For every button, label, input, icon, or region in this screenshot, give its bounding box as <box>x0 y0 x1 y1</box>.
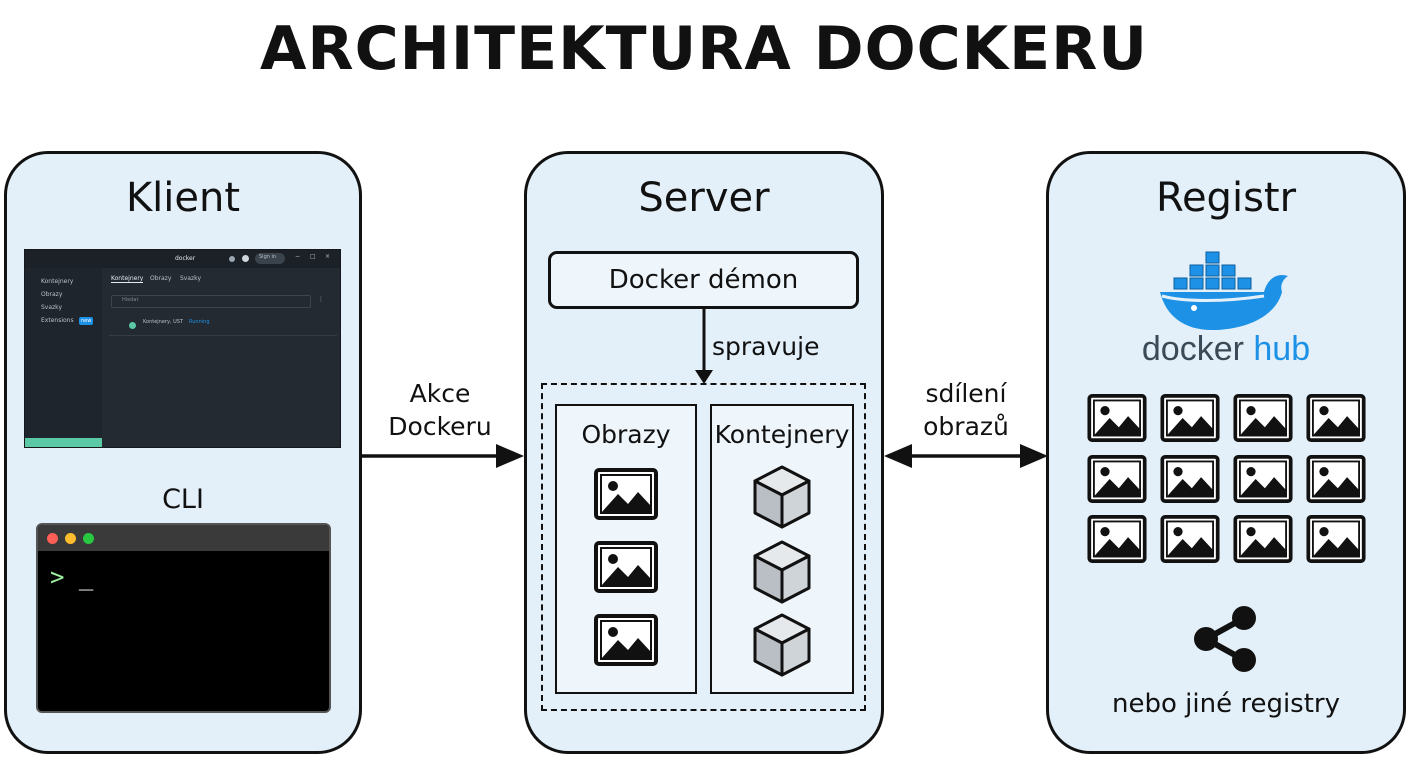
terminal-prompt: > _ <box>50 563 93 591</box>
edge-label-line2: Dockeru <box>388 412 492 441</box>
other-registries-label: nebo jiné registry <box>1112 689 1340 719</box>
desktop-signin-label: Sign in <box>259 254 277 260</box>
client-server-arrow <box>360 444 524 468</box>
docker-whale-icon <box>1160 251 1288 330</box>
desktop-window-dot-icon <box>229 256 235 262</box>
desktop-minimize-icon[interactable]: − <box>295 253 301 260</box>
image-icon <box>1087 455 1147 503</box>
sidebar-item-volumes[interactable]: Svazky <box>41 304 62 311</box>
desktop-close-icon[interactable]: × <box>325 253 331 260</box>
server-title: Server <box>638 175 770 221</box>
container-row-name[interactable]: Kontejnery, UST <box>143 319 184 325</box>
cube-icon <box>751 464 813 530</box>
image-icon <box>1233 394 1293 442</box>
sidebar-item-images[interactable]: Obrazy <box>41 291 63 298</box>
docker-daemon-label: Docker démon <box>608 265 799 295</box>
tab-volumes[interactable]: Svazky <box>180 275 201 282</box>
sidebar-status-bar <box>25 438 102 447</box>
tab-containers[interactable]: Kontejnery <box>111 275 144 283</box>
registry-title: Registr <box>1155 175 1297 221</box>
prompt-symbol: > <box>50 563 65 591</box>
image-icon <box>1306 455 1366 503</box>
containers-column-title: Kontejnery <box>714 420 850 449</box>
registry-panel <box>1046 151 1406 754</box>
cube-icon <box>751 612 813 678</box>
edge-label-line2: obrazů <box>923 412 1009 441</box>
manages-label: spravuje <box>712 332 820 361</box>
container-row-status: Running <box>189 319 210 325</box>
docker-hub-word2: hub <box>1253 330 1311 368</box>
sidebar-new-badge: new <box>79 317 94 325</box>
desktop-search-input[interactable] <box>111 295 311 308</box>
terminal-close-dot-icon[interactable] <box>47 533 58 544</box>
terminal-minimize-dot-icon[interactable] <box>65 533 76 544</box>
share-icon <box>1194 606 1256 672</box>
image-icon <box>1087 394 1147 442</box>
image-icon <box>1233 455 1293 503</box>
docker-hub-word1: docker <box>1141 330 1244 368</box>
desktop-sidebar <box>25 268 102 447</box>
image-icon <box>1306 515 1366 563</box>
client-server-label: Akce Dockeru <box>370 377 510 443</box>
desktop-signin-button[interactable] <box>255 253 285 264</box>
docker-daemon-box: Docker démon <box>548 251 859 309</box>
cube-icon <box>751 539 813 605</box>
tab-images[interactable]: Obrazy <box>150 275 172 282</box>
image-icon <box>1087 515 1147 563</box>
container-status-icon <box>129 322 136 329</box>
cli-terminal[interactable]: > _ <box>36 523 331 713</box>
terminal-zoom-dot-icon[interactable] <box>83 533 94 544</box>
image-icon <box>1160 455 1220 503</box>
diagram-title: ARCHITEKTURA DOCKERU <box>259 14 1149 84</box>
sidebar-item-extensions[interactable]: Extensions <box>41 317 74 324</box>
images-column-title: Obrazy <box>581 420 671 449</box>
image-icon <box>1160 394 1220 442</box>
edge-label-line1: Akce <box>409 379 471 408</box>
image-icon <box>594 541 658 593</box>
desktop-settings-icon[interactable] <box>242 255 249 262</box>
docker-hub-wordmark: docker hub <box>1130 330 1322 369</box>
docker-objects-group <box>541 383 866 711</box>
prompt-cursor: _ <box>78 563 94 591</box>
image-icon <box>1306 394 1366 442</box>
image-icon <box>594 614 658 666</box>
client-title: Klient <box>125 175 241 221</box>
docker-desktop-window: docker Sign in − □ × Kontejnery Obrazy S… <box>24 249 341 448</box>
manages-arrow <box>695 308 713 384</box>
desktop-maximize-icon[interactable]: □ <box>310 253 316 260</box>
desktop-more-icon[interactable]: ⋮ <box>318 296 324 303</box>
server-registry-label: sdílení obrazů <box>896 377 1036 443</box>
desktop-app-name: docker <box>175 255 196 262</box>
edge-label-line1: sdílení <box>925 379 1007 408</box>
image-icon <box>1233 515 1293 563</box>
server-registry-arrow <box>884 444 1048 468</box>
desktop-search-placeholder: Hledat <box>122 297 139 303</box>
sidebar-item-containers[interactable]: Kontejnery <box>41 278 74 285</box>
terminal-titlebar <box>38 525 329 551</box>
cli-label: CLI <box>162 484 204 515</box>
image-icon <box>1160 515 1220 563</box>
desktop-row-divider <box>109 335 337 336</box>
image-icon <box>594 468 658 520</box>
